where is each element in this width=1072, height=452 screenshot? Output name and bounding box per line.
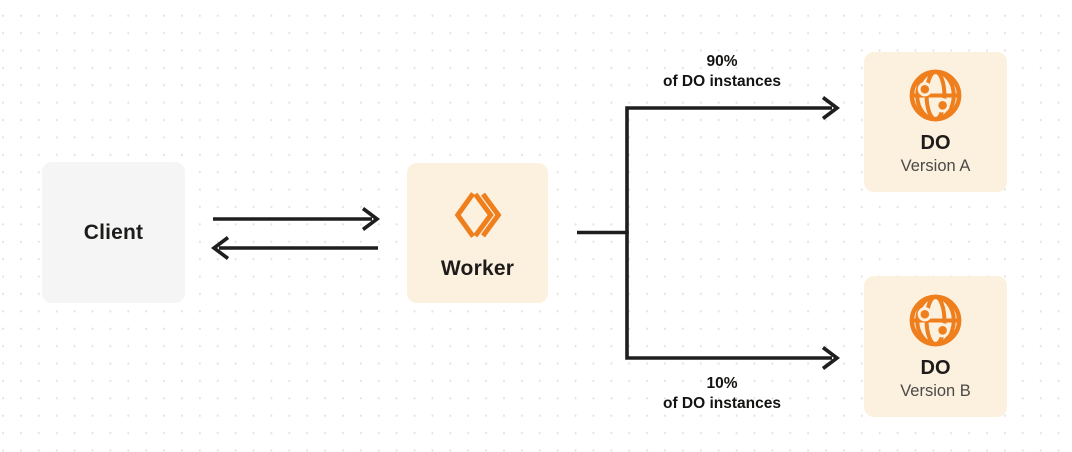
edge-label-percent: 90% (706, 53, 738, 70)
durable-object-globe-icon (907, 67, 964, 124)
edge-label-10-percent: 10% of DO instances (627, 374, 817, 414)
workers-brackets-icon (450, 186, 505, 244)
edge-label-caption: of DO instances (663, 73, 781, 90)
do-version-a-node: DO Version A (864, 52, 1007, 192)
do-version-a-title: DO (920, 132, 951, 154)
client-node: Client (42, 162, 185, 303)
durable-object-globe-icon (907, 292, 964, 349)
branch-worker-to-dos (577, 96, 840, 370)
do-version-b-node: DO Version B (864, 276, 1007, 417)
client-label: Client (83, 220, 144, 244)
do-version-b-subtitle: Version B (900, 381, 971, 400)
do-version-b-title: DO (920, 356, 951, 379)
edge-label-90-percent: 90% of DO instances (627, 52, 817, 92)
do-version-a-subtitle: Version A (900, 157, 971, 175)
worker-node: Worker (407, 163, 548, 303)
edge-label-percent: 10% (706, 375, 738, 392)
arrow-client-to-worker (213, 207, 380, 231)
worker-label: Worker (440, 256, 515, 280)
edge-label-caption: of DO instances (663, 395, 781, 412)
arrow-worker-to-client (211, 236, 378, 260)
